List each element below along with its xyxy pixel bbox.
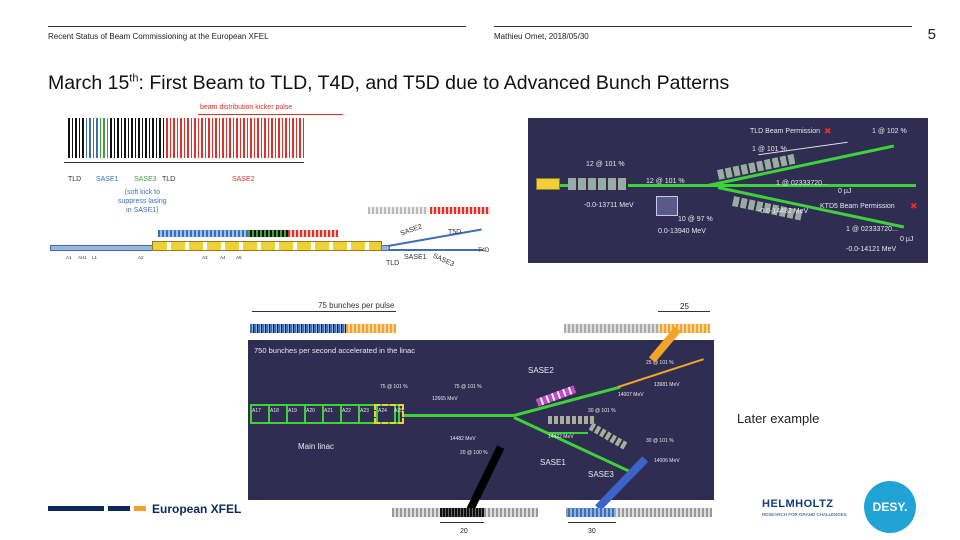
footer-bar-2 (108, 506, 130, 511)
footer-bar-3 (134, 506, 146, 511)
tp-r5: 1 @ 02333720... (776, 180, 828, 187)
tp-r1: 1 @ 102 % (872, 128, 907, 135)
desy-logo: DESY. (864, 481, 916, 533)
tp-r8: 0 µJ (900, 236, 914, 243)
footer-brand-text: European XFEL (152, 502, 242, 516)
bp-v10: 20 @ 100 % (460, 450, 488, 456)
bp-v2: 75 @ 101 % (454, 384, 482, 390)
layout-label-tld: TLD (386, 260, 400, 267)
module-a19: A19 (288, 408, 297, 414)
footer-bar-1 (48, 506, 104, 511)
title-sup: th (129, 72, 139, 85)
bp-v12: 14006 MeV (654, 458, 680, 464)
layout-section-ah1: AH1 (78, 255, 87, 260)
bp-v4: 25 @ 101 % (646, 360, 674, 366)
tp-r6: 0 µJ (838, 188, 852, 195)
layout-label-sase1: SASE1 (404, 254, 427, 261)
bunch-strip-top-left (250, 324, 396, 333)
tld-permission-icon: ✖ (824, 126, 832, 136)
header-rule-left (48, 26, 466, 27)
bunch-strip-top-right (564, 324, 710, 333)
layout-label-sase2: SASE2 (399, 223, 424, 238)
module-a25: A25 (394, 408, 403, 414)
layout-label-t5d: T5D (448, 229, 462, 236)
bunch-pattern-diagram: beam distribution kicker pulse TLD SASE1… (48, 104, 348, 214)
sase2-label: SASE2 (528, 366, 554, 375)
header-author-date: Mathieu Omet, 2018/05/30 (494, 32, 589, 41)
bp-v7: 30 @ 101 % (588, 408, 616, 414)
bp-v8: 14482 MeV (450, 436, 476, 442)
soft-kick-note: (soft kick to suppress lasing in SASE1) (118, 189, 167, 214)
pattern-label-tld-2: TLD (162, 176, 176, 183)
bottom-right-count: 30 (588, 528, 596, 535)
beam-permission-panel: TLD Beam Permission ✖ 1 @ 102 % 1 @ 101 … (528, 118, 928, 263)
bp-v1: 75 @ 101 % (380, 384, 408, 390)
main-linac-label: Main linac (298, 442, 335, 451)
kt5-permission-icon: ✖ (910, 201, 918, 211)
later-example-label: Later example (737, 411, 820, 426)
module-a24: A24 (378, 408, 387, 414)
bp-v9: 14422 MeV (548, 434, 574, 440)
tp-e5: -0.0-14121 MeV (846, 246, 897, 253)
page-title: March 15th: First Beam to TLD, T4D, and … (48, 72, 729, 95)
kicker-pulse-label: beam distribution kicker pulse (200, 104, 293, 111)
pattern-label-sase2: SASE2 (232, 176, 255, 183)
header-rule-right (494, 26, 912, 27)
bunches-per-pulse-label: 75 bunches per pulse (318, 301, 395, 310)
bp-v6: 14007 MeV (618, 392, 644, 398)
layout-section-l1: L1 (92, 255, 98, 260)
pattern-label-sase1: SASE1 (96, 176, 119, 183)
tp-r7: 1 @ 02333720... (846, 226, 898, 233)
bunch-strip-bottom-right (566, 508, 712, 517)
layout-section-a1: A1 (66, 255, 72, 260)
helmholtz-subtitle: RESEARCH FOR GRAND CHALLENGES (762, 512, 847, 517)
tld-permission-label: TLD Beam Permission (750, 128, 821, 135)
module-a17: A17 (252, 408, 261, 414)
bp-v5: 13981 MeV (654, 382, 680, 388)
sase1-label: SASE1 (540, 458, 566, 467)
layout-label-sase3: SASE3 (431, 252, 455, 269)
tp-e2: 10 @ 97 % (678, 216, 713, 223)
pattern-label-tld-1: TLD (68, 176, 82, 183)
bp-v11: 30 @ 101 % (646, 438, 674, 444)
module-a23: A23 (360, 408, 369, 414)
tp-e4: -0.0-14482 MeV (758, 208, 809, 215)
module-a22: A22 (342, 408, 351, 414)
module-a21: A21 (324, 408, 333, 414)
tp-e1: -0.0-13711 MeV (584, 202, 634, 209)
sase3-label: SASE3 (588, 470, 614, 479)
module-a18: A18 (270, 408, 279, 414)
machine-layout-diagram: T5D T4D SASE2 SASE1 SASE3 TLD A1 AH1 L1 … (48, 205, 493, 273)
title-prefix: March 15 (48, 72, 130, 94)
tp-r3: 12 @ 101 % (586, 161, 625, 168)
layout-section-a4: A4 (220, 255, 226, 260)
layout-label-t4d: T4D (478, 248, 490, 254)
linac-subtitle: 750 bunches per second accelerated in th… (254, 346, 415, 355)
kt5-permission-label: KTD5 Beam Permission (820, 203, 895, 210)
bp-v3: 12665 MeV (432, 396, 458, 402)
title-suffix: : First Beam to TLD, T4D, and T5D due to… (138, 72, 730, 94)
desy-logo-text: DESY. (872, 500, 908, 514)
layout-section-a5: A5 (236, 255, 242, 260)
top-right-count: 25 (680, 302, 689, 311)
layout-section-a3: A3 (202, 255, 208, 260)
module-a20: A20 (306, 408, 315, 414)
tp-r4: 12 @ 101 % (646, 178, 685, 185)
helmholtz-logo-text: HELMHOLTZ (762, 498, 834, 510)
pattern-label-sase3: SASE3 (134, 176, 157, 183)
bunch-bars-group-1 (68, 118, 304, 158)
bottom-left-count: 20 (460, 528, 468, 535)
tp-e3: 0.0-13940 MeV (658, 228, 706, 235)
tp-r2: 1 @ 101 % (752, 146, 787, 153)
header-talk-title: Recent Status of Beam Commissioning at t… (48, 32, 269, 41)
layout-section-a2: A2 (138, 255, 144, 260)
page-number: 5 (927, 26, 936, 43)
